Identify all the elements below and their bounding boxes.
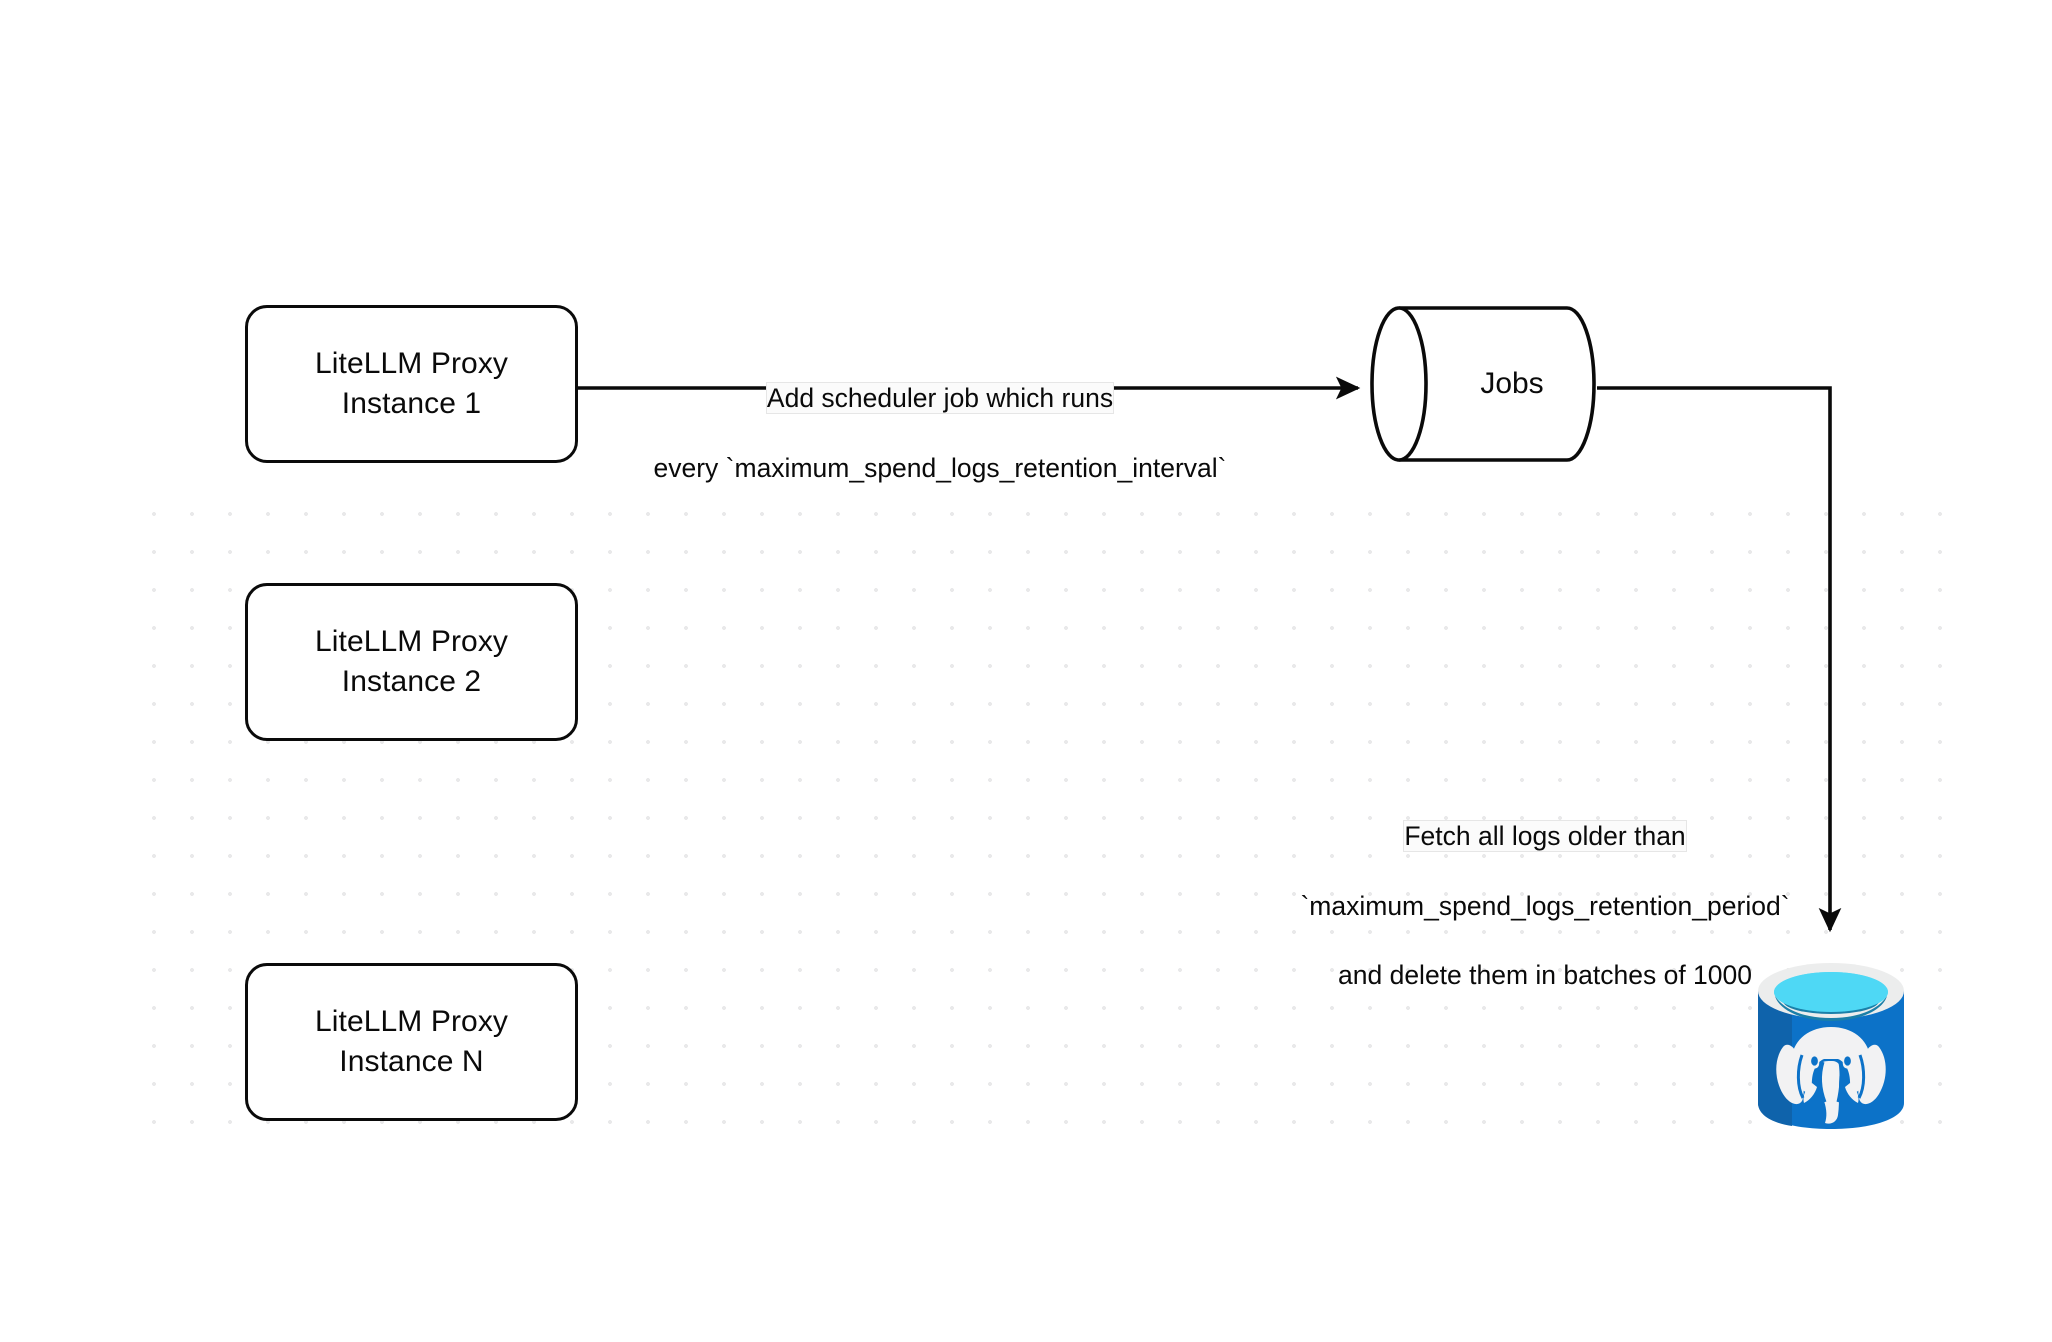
edge-label-line-1: Add scheduler job which runs	[600, 347, 1280, 416]
edge-label-highlight: Fetch all logs older than	[1404, 821, 1686, 852]
edge-label-line-3: and delete them in batches of 1000	[1338, 960, 1752, 991]
edge-label-line-2: `maximum_spend_logs_retention_period`	[1300, 890, 1790, 921]
node-label: Jobs	[1480, 367, 1544, 400]
edge-label-scheduler-job: Add scheduler job which runs every `maxi…	[600, 312, 1280, 520]
edge-label-fetch-delete-logs: Fetch all logs older than `maximum_spend…	[1245, 750, 1845, 1028]
edge-label-line-2: every `maximum_spend_logs_retention_inte…	[653, 452, 1227, 483]
cylinder-shape	[1370, 306, 1596, 462]
node-postgres-database[interactable]	[1752, 955, 1910, 1135]
edge-label-line-1: Fetch all logs older than	[1245, 785, 1845, 854]
node-label: LiteLLM Proxy Instance 2	[314, 625, 509, 698]
node-litellm-proxy-instance-n[interactable]: LiteLLM Proxy Instance N	[245, 963, 578, 1121]
node-jobs-queue[interactable]: Jobs	[1369, 305, 1597, 463]
node-litellm-proxy-instance-1[interactable]: LiteLLM Proxy Instance 1	[245, 305, 578, 463]
node-label: LiteLLM Proxy Instance 1	[314, 347, 509, 420]
node-litellm-proxy-instance-2[interactable]: LiteLLM Proxy Instance 2	[245, 583, 578, 741]
node-label: LiteLLM Proxy Instance N	[314, 1005, 509, 1078]
postgresql-elephant-icon	[1758, 963, 1904, 1129]
edge-label-highlight: Add scheduler job which runs	[766, 383, 1114, 414]
